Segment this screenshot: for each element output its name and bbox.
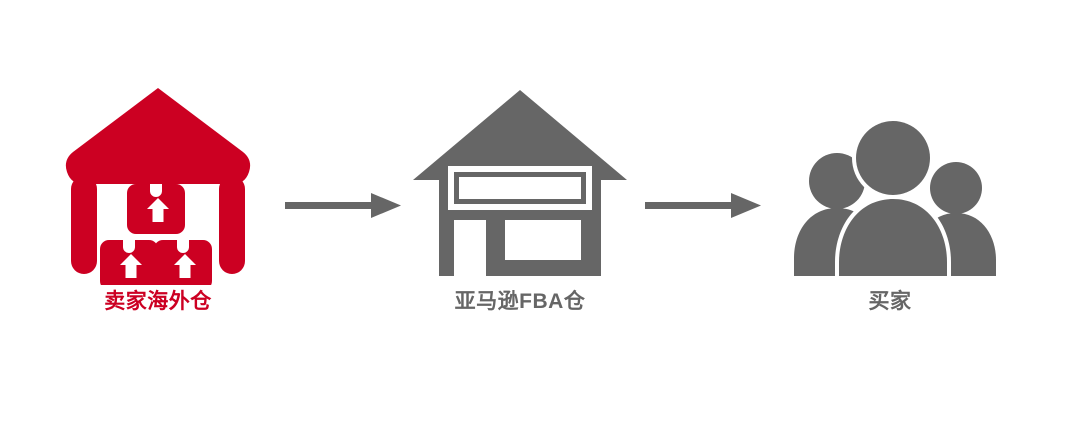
people-group-icon (794, 117, 996, 276)
warehouse-left-pillar (71, 176, 97, 274)
warehouse-roof (65, 88, 251, 184)
node-label-buyer: 买家 (868, 290, 912, 313)
flow-node-fba-warehouse[interactable]: 亚马逊FBA仓 (390, 80, 650, 330)
box-arrow-up-icon (147, 198, 169, 222)
flow-node-buyer[interactable]: 买家 (760, 80, 1020, 330)
flow-arrow-seller-to-fba (285, 186, 405, 226)
flow-arrow-fba-to-buyer (645, 186, 765, 226)
warehouse-right-pillar (219, 176, 245, 274)
box-arrow-up-icon (120, 254, 142, 278)
building-roof (413, 90, 627, 180)
box-arrow-up-icon (174, 254, 196, 278)
arrow-right-icon (645, 193, 761, 218)
arrow-right-icon (285, 193, 401, 218)
building-door (454, 220, 486, 276)
person-center (835, 117, 951, 276)
flow-node-seller-warehouse[interactable]: 卖家海外仓 (28, 80, 288, 330)
node-label-seller-warehouse: 卖家海外仓 (104, 290, 212, 313)
warehouse-box-top (127, 184, 185, 234)
node-label-fba-warehouse: 亚马逊FBA仓 (454, 290, 586, 313)
warehouse-box-bottom-right (154, 240, 212, 285)
storefront-building-icon (413, 90, 627, 276)
warehouse-box-bottom-left (100, 240, 158, 285)
signboard-panel (459, 177, 581, 199)
building-window (505, 220, 581, 260)
warehouse-boxes-icon (65, 88, 251, 285)
